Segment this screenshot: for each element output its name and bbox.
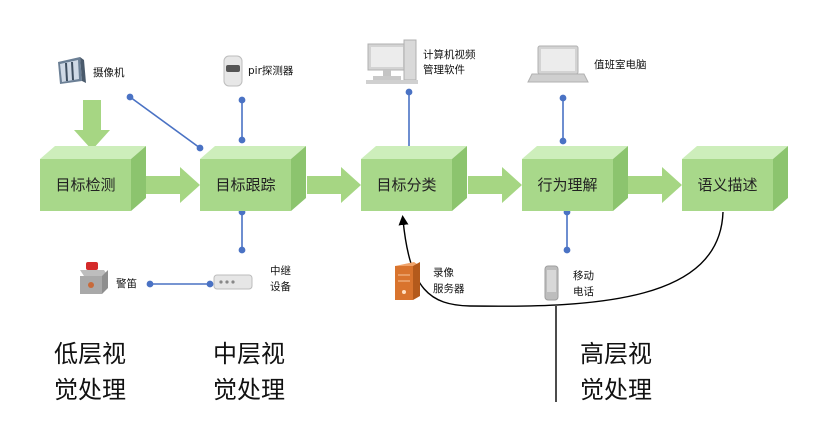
link-dot xyxy=(238,136,246,144)
level-high-line2: 觉处理 xyxy=(580,376,652,404)
link-dot xyxy=(206,280,214,288)
level-low-line2: 觉处理 xyxy=(54,376,126,404)
arrow-track-to-classify xyxy=(307,167,361,203)
arrow-camera-to-detect xyxy=(74,100,110,150)
link-dot xyxy=(146,280,154,288)
pir-label: pir探测器 xyxy=(248,64,294,77)
link-dot xyxy=(563,246,571,254)
level-mid-line2: 觉处理 xyxy=(213,376,285,404)
laptop-icon xyxy=(527,45,589,83)
link-dot xyxy=(196,144,204,152)
relay-label-line1: 中继 xyxy=(270,264,291,277)
box-label-behavior: 行为理解 xyxy=(537,176,597,194)
recorder-label-line1: 录像 xyxy=(433,267,454,279)
relay-device-icon xyxy=(213,274,253,290)
arrow-behavior-to-semantic xyxy=(628,167,682,203)
box-detect: 目标检测 xyxy=(40,146,146,211)
link-dot xyxy=(238,96,246,104)
desktop-computer-icon xyxy=(366,39,418,84)
siren-icon xyxy=(80,262,108,294)
flow-arrows xyxy=(74,100,682,203)
link-dot xyxy=(559,137,567,145)
camera-label: 摄像机 xyxy=(93,66,125,79)
link-dot xyxy=(559,94,567,102)
duty-pc-label: 值班室电脑 xyxy=(594,58,647,71)
mobile-label-line2: 电话 xyxy=(573,285,594,298)
arrow-classify-to-behavior xyxy=(468,167,522,203)
server-icon xyxy=(395,262,420,300)
relay-label-line2: 设备 xyxy=(270,280,291,293)
link-dot xyxy=(405,88,413,96)
pc-software-label-line2: 管理软件 xyxy=(423,63,465,76)
arrow-detect-to-track xyxy=(146,167,200,203)
box-classify: 目标分类 xyxy=(361,146,467,211)
link-camera-track xyxy=(129,96,201,149)
box-track: 目标跟踪 xyxy=(200,146,306,211)
box-label-semantic: 语义描述 xyxy=(697,176,757,194)
box-label-track: 目标跟踪 xyxy=(215,176,275,194)
link-dot xyxy=(238,246,246,254)
device-links xyxy=(126,88,571,288)
box-behavior: 行为理解 xyxy=(522,146,628,211)
level-high-line1: 高层视 xyxy=(580,340,652,368)
mobile-label-line1: 移动 xyxy=(573,269,594,282)
alarm-label: 警笛 xyxy=(116,277,137,290)
pc-software-label-line1: 计算机视频 xyxy=(423,48,476,61)
box-label-classify: 目标分类 xyxy=(376,176,436,194)
box-semantic: 语义描述 xyxy=(682,146,788,211)
camera-icon xyxy=(58,57,86,84)
level-mid-line1: 中层视 xyxy=(213,340,285,368)
feedback-loop xyxy=(398,211,724,402)
box-label-detect: 目标检测 xyxy=(55,176,115,194)
link-dot xyxy=(126,93,134,101)
mobile-phone-icon xyxy=(544,265,559,301)
level-low-line1: 低层视 xyxy=(54,340,126,368)
pir-sensor-icon xyxy=(223,55,243,87)
recorder-label-line2: 服务器 xyxy=(433,282,465,295)
